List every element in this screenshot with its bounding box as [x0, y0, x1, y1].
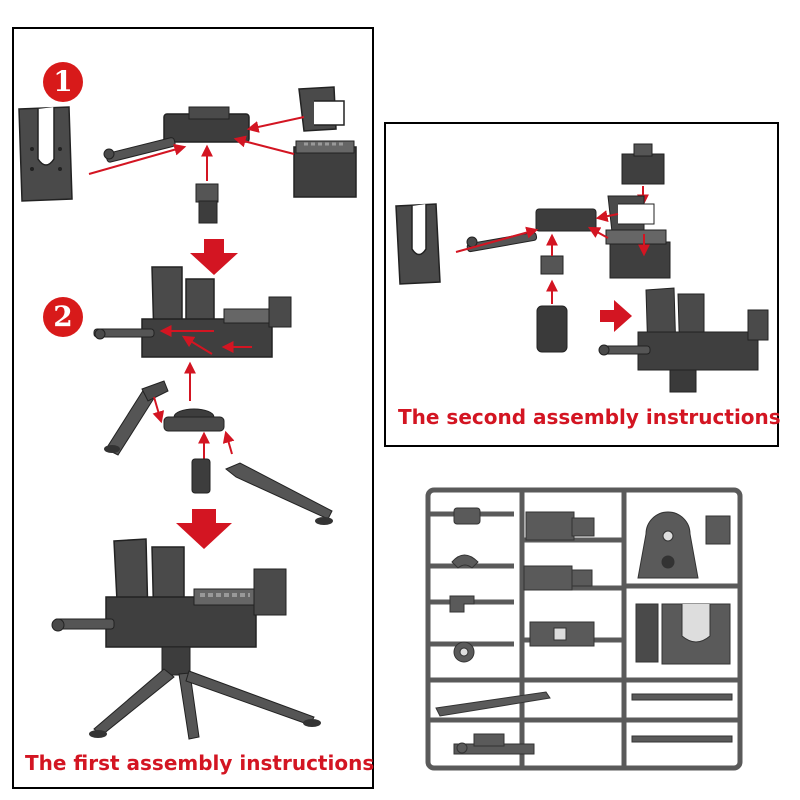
second-assembly-illustration [395, 143, 769, 393]
sprue-frame-icon [425, 487, 743, 771]
shield-clip-icon [298, 86, 345, 132]
second-instructions-panel: The second assembly instructions [384, 122, 781, 447]
step-arrow-1 [190, 239, 238, 275]
first-assembly-illustration [18, 86, 357, 740]
machine-gun-icon [466, 208, 597, 253]
first-instructions-caption: The first assembly instructions [25, 751, 375, 775]
tripod-leg-icon [104, 380, 169, 456]
first-instructions-panel: 1 2 [12, 27, 374, 789]
final-machine-gun-icon [51, 538, 321, 740]
ammo-box-lid-icon [621, 143, 665, 185]
final-machine-gun-icon [598, 287, 769, 393]
tripod-leg-long-icon [225, 462, 333, 520]
gun-shield-icon [395, 203, 441, 285]
pedestal-base-icon [536, 305, 568, 353]
shield-clip-icon [607, 195, 655, 233]
machine-gun-icon [103, 106, 250, 163]
pivot-pin-icon [191, 458, 211, 494]
second-instructions-caption: The second assembly instructions [398, 405, 781, 429]
mount-pin-icon [195, 183, 219, 224]
step-1-badge: 1 [43, 62, 83, 102]
ammo-box-icon [293, 140, 357, 198]
ammo-box-icon [605, 229, 671, 279]
result-arrow [600, 300, 632, 332]
partial-gun-assembly-icon [93, 266, 292, 358]
mount-pin-icon [540, 255, 564, 275]
tripod-hub-icon [163, 408, 225, 432]
step-2-badge: 2 [43, 297, 83, 337]
step-arrow-2 [176, 509, 232, 549]
gun-shield-icon [18, 106, 73, 202]
